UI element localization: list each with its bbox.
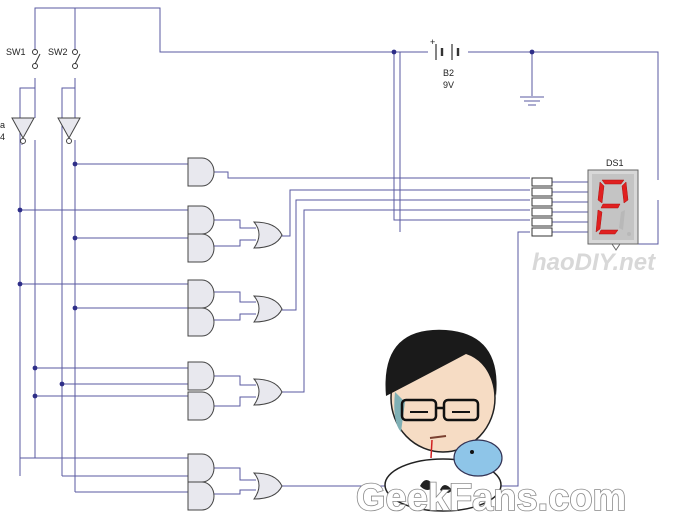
switch-sw1-label: SW1 [6,47,26,57]
switch-sw2[interactable]: SW2 [48,47,81,69]
inverter-1 [11,117,35,144]
and-gate-8 [187,453,215,483]
watermark-haodiy: haoDIY.net [532,249,656,276]
mascot-character-icon [384,329,503,512]
switch-sw1[interactable]: SW1 [6,47,41,69]
or-gate-4 [252,472,283,500]
or-gate-3 [252,378,283,406]
or-gate-1 [252,221,283,249]
partial-label-4: 4 [0,132,5,142]
junction-dots [17,49,535,399]
battery-value: 9V [443,80,454,90]
battery-name: B2 [443,68,454,78]
and-gate-1 [187,157,215,187]
and-gate-3 [187,233,215,263]
and-gate-5 [187,307,215,337]
partial-label-a: a [0,120,5,130]
watermark-geekfans: GeekFans.com [356,477,626,519]
and-gate-7 [187,391,215,421]
and-gate-9 [187,481,215,511]
wiring [19,7,659,495]
and-gate-6 [187,361,215,391]
seven-segment-display: DS1 [587,158,639,251]
battery-b2: + B2 9V [428,37,468,90]
display-name: DS1 [606,158,624,168]
and-gate-2 [187,205,215,235]
inverter-2 [57,117,81,144]
and-gate-4 [187,279,215,309]
or-gates [252,221,283,500]
resistor-pack [531,177,553,237]
and-gates [187,157,215,511]
or-gate-2 [252,295,283,323]
switch-sw2-label: SW2 [48,47,68,57]
battery-plus-icon: + [430,37,435,47]
